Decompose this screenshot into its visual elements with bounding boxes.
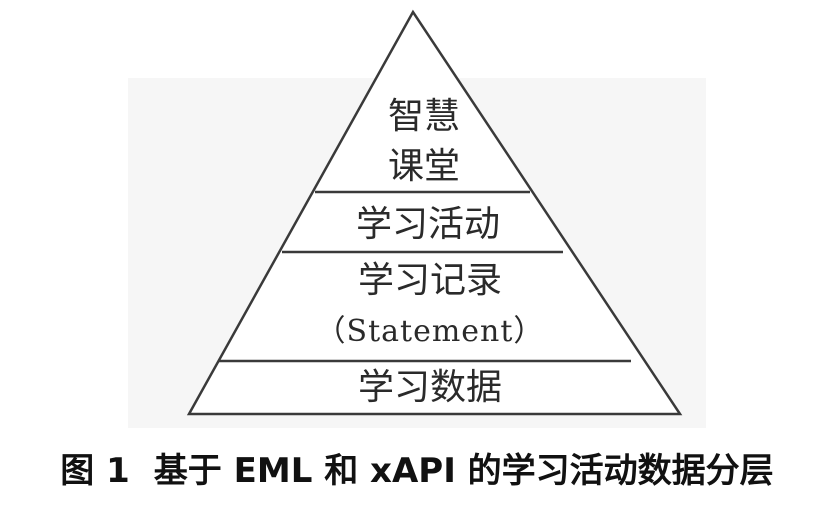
layer-learning-activity-label: 学习活动 <box>356 204 500 245</box>
layer-smart-classroom-line2: 课堂 <box>388 146 460 187</box>
pyramid-outline <box>186 9 683 416</box>
figure-caption-text: 基于 EML 和 xAPI 的学习活动数据分层 <box>153 451 774 491</box>
layer-learning-record-line1: 学习记录 <box>358 260 502 301</box>
layer-learning-record-line2: （Statement） <box>316 314 545 349</box>
figure-caption: 图 1 基于 EML 和 xAPI 的学习活动数据分层 <box>0 443 834 492</box>
layer-smart-classroom-line1: 智慧 <box>388 96 460 137</box>
figure-number: 图 1 <box>60 451 130 491</box>
layer-learning-data-label: 学习数据 <box>358 367 502 408</box>
